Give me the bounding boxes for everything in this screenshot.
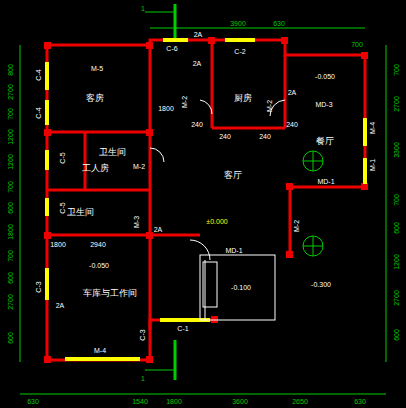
dimension-text: 2700	[7, 294, 14, 310]
plan-label: MD-1	[225, 247, 242, 254]
plan-label: M-2	[181, 96, 188, 108]
dimension-text: 2700	[7, 84, 14, 100]
plan-label: -0.050	[315, 73, 335, 80]
dimension-text: 700	[393, 194, 400, 206]
plan-label: -0.050	[89, 262, 109, 269]
dimension-text: 3300	[393, 142, 400, 158]
plan-label: M-2	[133, 163, 145, 170]
plan-label: C-3	[139, 329, 146, 340]
dimension-text: 1200	[393, 254, 400, 270]
dimension-text: 1	[141, 5, 145, 12]
plan-label: C-2	[234, 48, 245, 55]
dimension-text: 600	[393, 329, 400, 341]
dimension-text: 700	[7, 181, 14, 193]
room: 车库与工作间	[81, 286, 139, 301]
dimension-text: 600	[7, 332, 14, 344]
plan-label: 1800	[50, 241, 66, 248]
dimension-text: 1800	[7, 224, 14, 240]
room: 厨房	[232, 91, 254, 106]
plan-label: 2A	[154, 226, 163, 233]
plan-label: 240	[259, 133, 271, 140]
room: 工人房	[80, 161, 111, 176]
dimension-text: 600	[7, 202, 14, 214]
dimension-text: 2700	[393, 290, 400, 306]
room-name: 厨房	[234, 92, 252, 105]
plan-label: M-1	[369, 159, 376, 171]
dimension-text: 1200	[7, 154, 14, 170]
plan-label: 240	[286, 121, 298, 128]
room-name: 工人房	[82, 162, 109, 175]
plan-label: M-2	[293, 220, 300, 232]
room: 卫生间	[65, 205, 96, 220]
room: 餐厅	[314, 134, 336, 149]
plan-label: 240	[219, 133, 231, 140]
room: 客厅	[222, 168, 244, 183]
dimension-text: 3600	[232, 398, 248, 405]
plan-label: C-5	[59, 202, 66, 213]
plan-label: M-4	[94, 347, 106, 354]
room-name: 餐厅	[316, 135, 334, 148]
dimension-text: 1800	[166, 398, 182, 405]
plan-label: ±0.000	[206, 218, 227, 225]
plan-label: -0.300	[311, 281, 331, 288]
plan-label: MD-1	[317, 178, 334, 185]
plan-label: M-5	[91, 65, 103, 72]
dimension-text: 630	[354, 398, 366, 405]
plan-label: 1800	[158, 105, 174, 112]
plan-label: C-3	[35, 281, 42, 292]
dimension-text: 2700	[393, 96, 400, 112]
dimension-text: 630	[273, 20, 285, 27]
plan-label: 240	[191, 121, 203, 128]
dimension-text: 1200	[7, 129, 14, 145]
plan-label: -0.100	[231, 284, 251, 291]
dimension-text: 800	[7, 64, 14, 76]
plan-label: C-4	[35, 107, 42, 118]
dimension-text: 2650	[292, 398, 308, 405]
plan-label: C-4	[35, 69, 42, 80]
dimension-text: 630	[27, 398, 39, 405]
room-name: 卫生间	[67, 206, 94, 219]
dimension-text: 1	[141, 375, 145, 382]
dimension-text: 700	[351, 41, 363, 48]
room-name: 客房	[86, 92, 104, 105]
plan-label: M-3	[133, 216, 140, 228]
dimension-text: 700	[7, 108, 14, 120]
dimension-text: 700	[393, 64, 400, 76]
plan-label: MD-3	[315, 101, 332, 108]
plan-label: 2A	[56, 302, 65, 309]
plan-label: C-5	[59, 152, 66, 163]
room-name: 客厅	[224, 169, 242, 182]
plan-label: M-2	[266, 100, 273, 112]
dimension-text: 600	[393, 222, 400, 234]
dimension-text: 3900	[230, 20, 246, 27]
plan-label: M-4	[369, 122, 376, 134]
plan-label: C-1	[177, 325, 188, 332]
dimension-text: 1540	[132, 398, 148, 405]
plan-label: 2940	[90, 241, 106, 248]
plan-label: 2A	[194, 31, 203, 38]
dimension-text: 700	[7, 250, 14, 262]
room: 客房	[84, 91, 106, 106]
room-name: 车库与工作间	[83, 287, 137, 300]
room: 卫生间	[97, 145, 128, 160]
room-name: 卫生间	[99, 146, 126, 159]
dimension-text: 600	[7, 272, 14, 284]
plan-label: C-6	[166, 45, 177, 52]
plan-label: 2A	[193, 60, 202, 67]
plan-label: 2A	[288, 89, 297, 96]
